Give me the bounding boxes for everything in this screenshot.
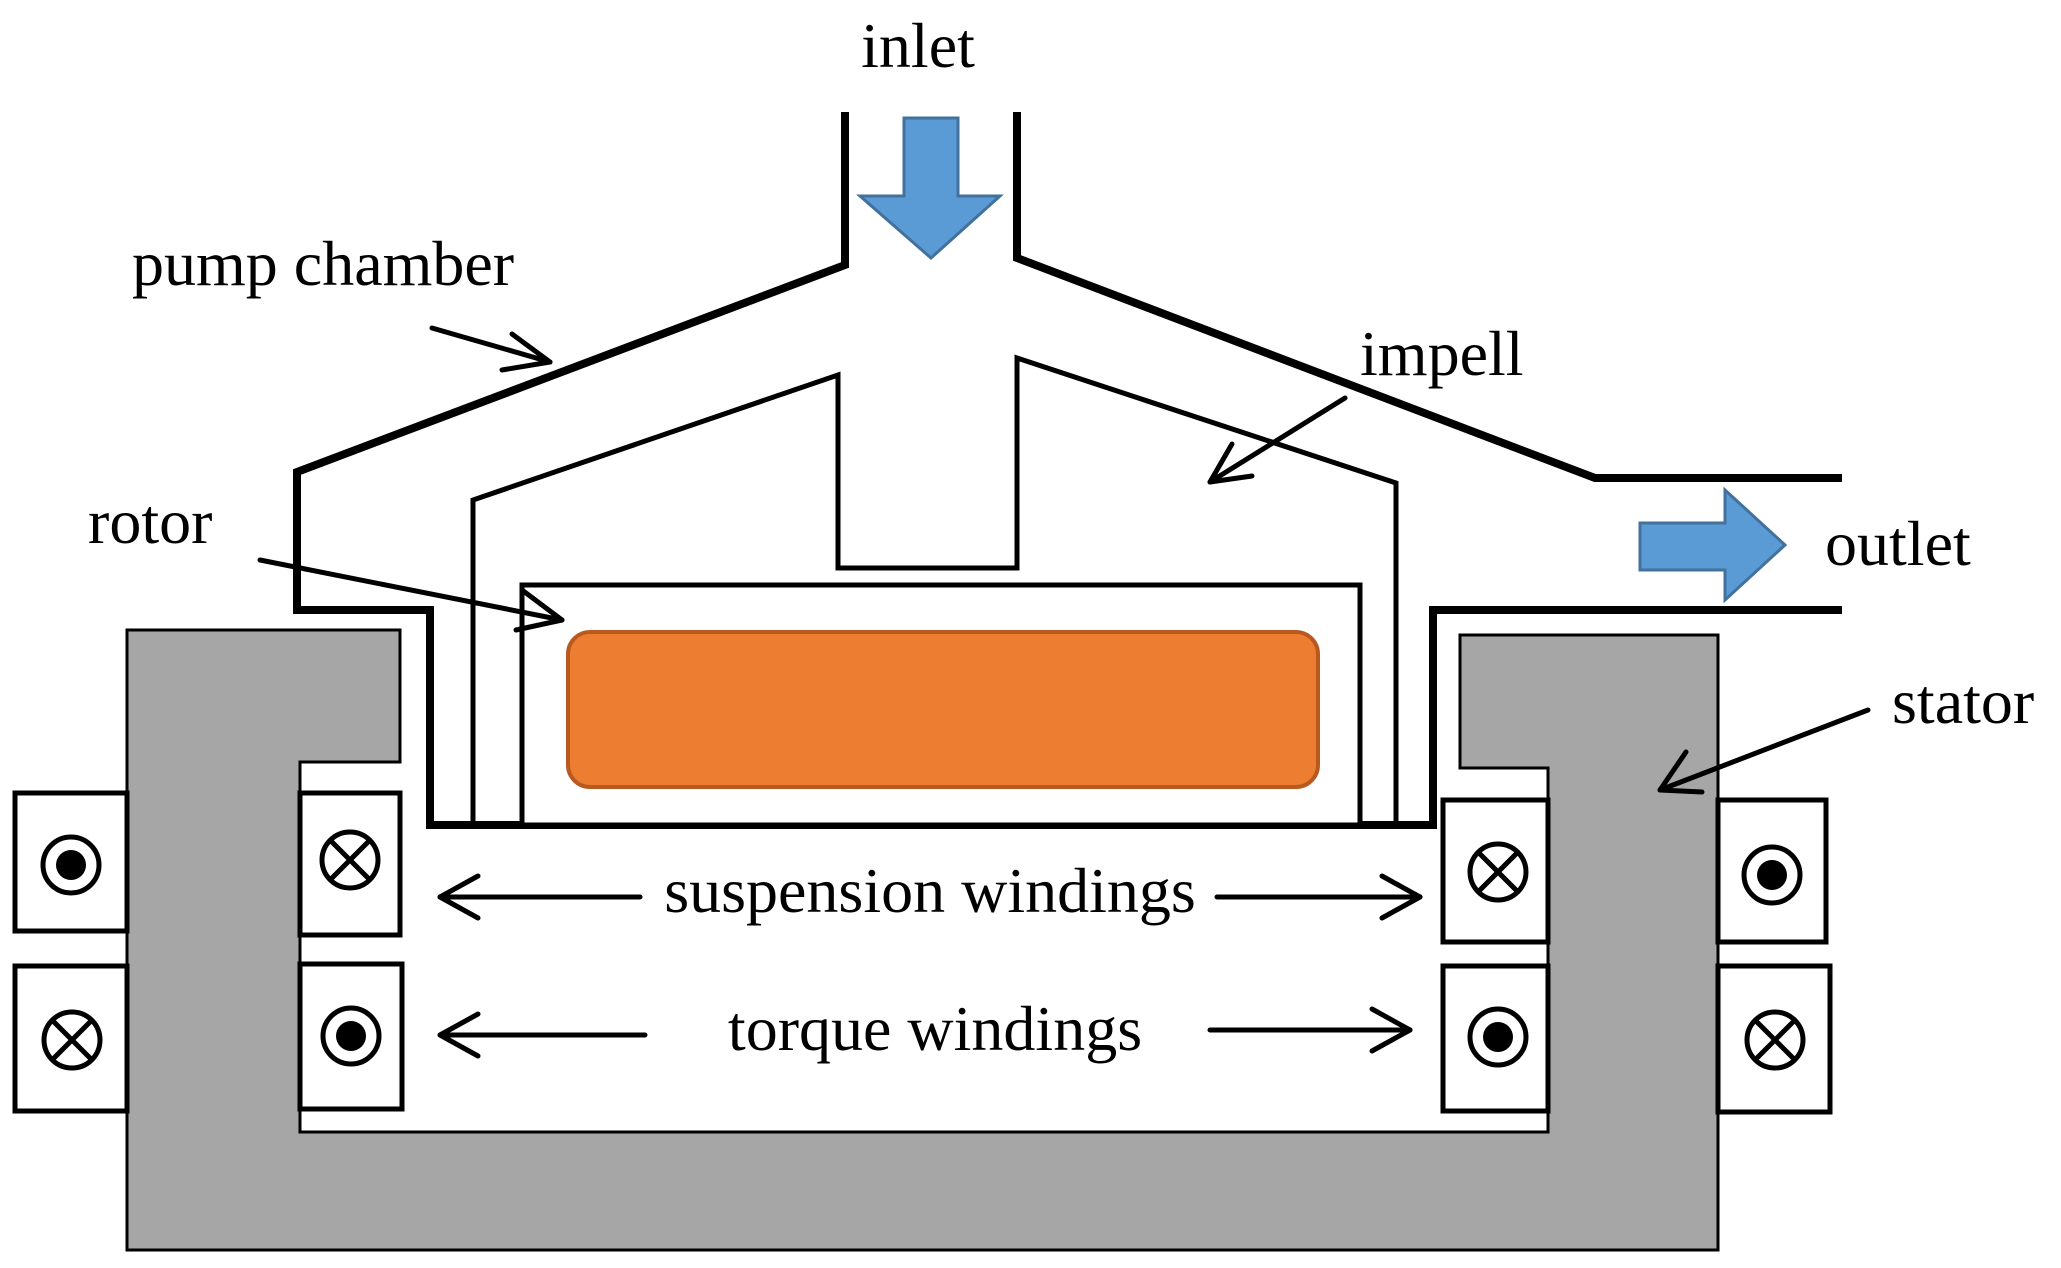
inlet-flow-arrow (856, 116, 1004, 261)
circle-cross-icon (319, 829, 381, 891)
impell-pointer (1207, 395, 1348, 485)
rotor-magnet (566, 630, 1320, 789)
label-suspension-windings: suspension windings (664, 855, 1196, 926)
torque-right-arrow (1207, 1006, 1413, 1054)
winding-left-outer-bottom (12, 963, 130, 1114)
winding-right-outer-bottom (1715, 963, 1833, 1115)
stator-body (125, 628, 1720, 1252)
circle-cross-icon (1744, 1009, 1806, 1071)
label-torque-windings: torque windings (728, 993, 1142, 1064)
impeller (470, 354, 1399, 825)
winding-left-inner-bottom (297, 961, 405, 1112)
circle-cross-icon (41, 1009, 103, 1071)
circle-dot-icon (320, 1005, 382, 1067)
circle-dot-icon (40, 834, 102, 896)
winding-right-inner-top (1440, 797, 1551, 945)
pump-chamber-wall (293, 112, 1842, 829)
suspension-left-arrow (437, 873, 643, 921)
winding-right-outer-top (1715, 797, 1829, 945)
outlet-flow-arrow (1638, 486, 1788, 604)
label-outlet: outlet (1825, 508, 1971, 579)
label-impell: impell (1360, 318, 1524, 389)
circle-dot-icon (1467, 1006, 1529, 1068)
pump-chamber-pointer (429, 325, 553, 373)
circle-dot-icon (1741, 844, 1803, 906)
winding-right-inner-bottom (1440, 963, 1551, 1114)
label-inlet: inlet (861, 10, 975, 81)
suspension-right-arrow (1214, 873, 1423, 921)
pump-chamber-wall-right (1013, 112, 1842, 482)
torque-left-arrow (437, 1011, 648, 1059)
label-rotor: rotor (88, 486, 212, 557)
rotor-pointer (257, 557, 565, 633)
label-stator: stator (1892, 666, 2034, 737)
label-pump-chamber: pump chamber (132, 228, 514, 299)
circle-cross-icon (1467, 841, 1529, 903)
winding-left-outer-top (12, 790, 130, 934)
stator-pointer (1657, 707, 1871, 795)
winding-left-inner-top (297, 790, 403, 938)
